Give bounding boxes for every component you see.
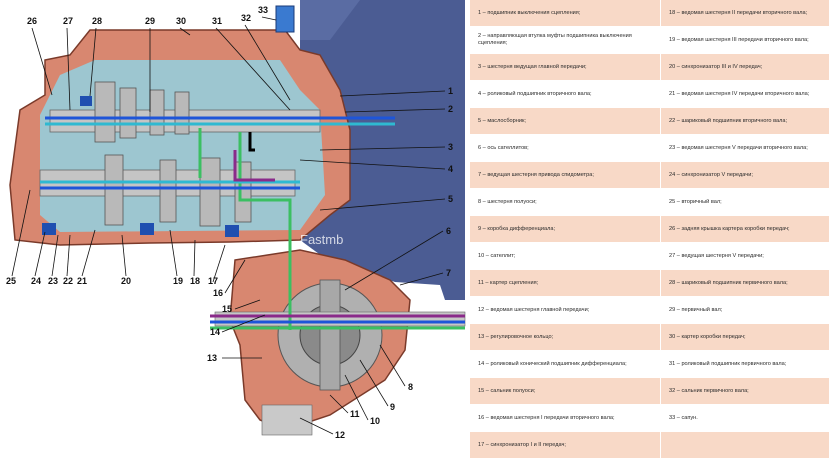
legend-cell: 24 – синхронизатор V передачи; — [661, 162, 829, 189]
callout-27: 27 — [63, 16, 73, 26]
legend-cell: 30 – картер коробки передач; — [661, 324, 829, 351]
callout-16: 16 — [213, 288, 223, 298]
callout-5: 5 — [448, 194, 453, 204]
callout-29: 29 — [145, 16, 155, 26]
callout-24: 24 — [31, 276, 41, 286]
legend-cell: 23 – ведомая шестерня V передачи вторичн… — [661, 135, 829, 162]
legend-row: 5 – маслосборник;22 – шариковый подшипни… — [470, 108, 829, 135]
legend-row: 11 – картер сцепления;28 – шариковый под… — [470, 270, 829, 297]
legend-cell: 2 – направляющая втулка муфты подшипника… — [470, 27, 661, 54]
legend-row: 17 – синхронизатор I и II передач; — [470, 432, 829, 459]
legend-cell: 28 – шариковый подшипник первичного вала… — [661, 270, 829, 297]
callout-13: 13 — [207, 353, 217, 363]
legend-row: 8 – шестерня полуоси;25 – вторичный вал; — [470, 189, 829, 216]
legend-row: 9 – коробка дифференциала;26 – задняя кр… — [470, 216, 829, 243]
legend-cell: 11 – картер сцепления; — [470, 270, 661, 297]
legend-row: 1 – подшипник выключения сцепления;18 – … — [470, 0, 829, 27]
legend-row: 15 – сальник полуоси;32 – сальник первич… — [470, 378, 829, 405]
legend-row: 14 – роликовый конический подшипник дифф… — [470, 351, 829, 378]
callout-9: 9 — [390, 402, 395, 412]
callout-6: 6 — [446, 226, 451, 236]
callout-25: 25 — [6, 276, 16, 286]
callout-15: 15 — [222, 304, 232, 314]
legend-cell: 13 – регулировочное кольцо; — [470, 324, 661, 351]
legend-cell: 14 – роликовый конический подшипник дифф… — [470, 351, 661, 378]
callout-1: 1 — [448, 86, 453, 96]
callout-7: 7 — [446, 268, 451, 278]
legend-row: 4 – роликовый подшипник вторичного вала;… — [470, 81, 829, 108]
callout-4: 4 — [448, 164, 453, 174]
legend-cell: 32 – сальник первичного вала; — [661, 378, 829, 405]
callout-21: 21 — [77, 276, 87, 286]
callout-19: 19 — [173, 276, 183, 286]
legend-row: 7 – ведущая шестерня привода спидометра;… — [470, 162, 829, 189]
callout-32: 32 — [241, 13, 251, 23]
legend-row: 6 – ось сателлитов;23 – ведомая шестерня… — [470, 135, 829, 162]
legend-cell: 16 – ведомая шестерня I передачи вторичн… — [470, 405, 661, 432]
callout-26: 26 — [27, 16, 37, 26]
callout-18: 18 — [190, 276, 200, 286]
legend-cell: 31 – роликовый подшипник первичного вала… — [661, 351, 829, 378]
legend-cell: 20 – синхронизатор III и IV передач; — [661, 54, 829, 81]
callout-31: 31 — [212, 16, 222, 26]
callout-23: 23 — [48, 276, 58, 286]
callout-14: 14 — [210, 327, 220, 337]
legend-cell: 19 – ведомая шестерня III передачи втори… — [661, 27, 829, 54]
legend-row: 12 – ведомая шестерня главной передачи;2… — [470, 297, 829, 324]
callout-33: 33 — [258, 5, 268, 15]
legend-cell: 15 – сальник полуоси; — [470, 378, 661, 405]
legend-cell: 9 – коробка дифференциала; — [470, 216, 661, 243]
callout-20: 20 — [121, 276, 131, 286]
legend-cell: 12 – ведомая шестерня главной передачи; — [470, 297, 661, 324]
legend-cell: 1 – подшипник выключения сцепления; — [470, 0, 661, 27]
legend-cell: 26 – задняя крышка картера коробки перед… — [661, 216, 829, 243]
legend-cell: 17 – синхронизатор I и II передач; — [470, 432, 661, 459]
callout-10: 10 — [370, 416, 380, 426]
legend-table: 1 – подшипник выключения сцепления;18 – … — [470, 0, 800, 447]
callout-3: 3 — [448, 142, 453, 152]
legend-cell: 3 – шестерня ведущая главной передачи; — [470, 54, 661, 81]
callout-8: 8 — [408, 382, 413, 392]
callout-28: 28 — [92, 16, 102, 26]
legend-row: 10 – сателлит;27 – ведущая шестерня V пе… — [470, 243, 829, 270]
callout-12: 12 — [335, 430, 345, 440]
legend-cell: 33 – сапун. — [661, 405, 829, 432]
legend-cell: 8 – шестерня полуоси; — [470, 189, 661, 216]
watermark-text: Fastmb — [300, 232, 343, 247]
legend-cell: 21 – ведомая шестерня IV передачи вторич… — [661, 81, 829, 108]
legend-cell: 22 – шариковый подшипник вторичного вала… — [661, 108, 829, 135]
callout-11: 11 — [350, 409, 360, 419]
legend-cell: 25 – вторичный вал; — [661, 189, 829, 216]
legend-cell: 5 – маслосборник; — [470, 108, 661, 135]
legend-cell: 10 – сателлит; — [470, 243, 661, 270]
callout-2: 2 — [448, 104, 453, 114]
legend-cell: 18 – ведомая шестерня II передачи вторич… — [661, 0, 829, 27]
legend-cell: 7 – ведущая шестерня привода спидометра; — [470, 162, 661, 189]
gearbox-cutaway-diagram: Fastmb 1 2 3 4 5 6 7 8 9 10 11 12 13 14 … — [0, 0, 465, 447]
legend-row: 16 – ведомая шестерня I передачи вторичн… — [470, 405, 829, 432]
legend-cell: 6 – ось сателлитов; — [470, 135, 661, 162]
callout-22: 22 — [63, 276, 73, 286]
legend-cell: 29 – первичный вал; — [661, 297, 829, 324]
legend-cell: 4 – роликовый подшипник вторичного вала; — [470, 81, 661, 108]
legend-row: 13 – регулировочное кольцо;30 – картер к… — [470, 324, 829, 351]
legend-row: 3 – шестерня ведущая главной передачи;20… — [470, 54, 829, 81]
callout-30: 30 — [176, 16, 186, 26]
legend-row: 2 – направляющая втулка муфты подшипника… — [470, 27, 829, 54]
legend-cell: 27 – ведущая шестерня V передачи; — [661, 243, 829, 270]
legend-cell — [661, 432, 829, 459]
